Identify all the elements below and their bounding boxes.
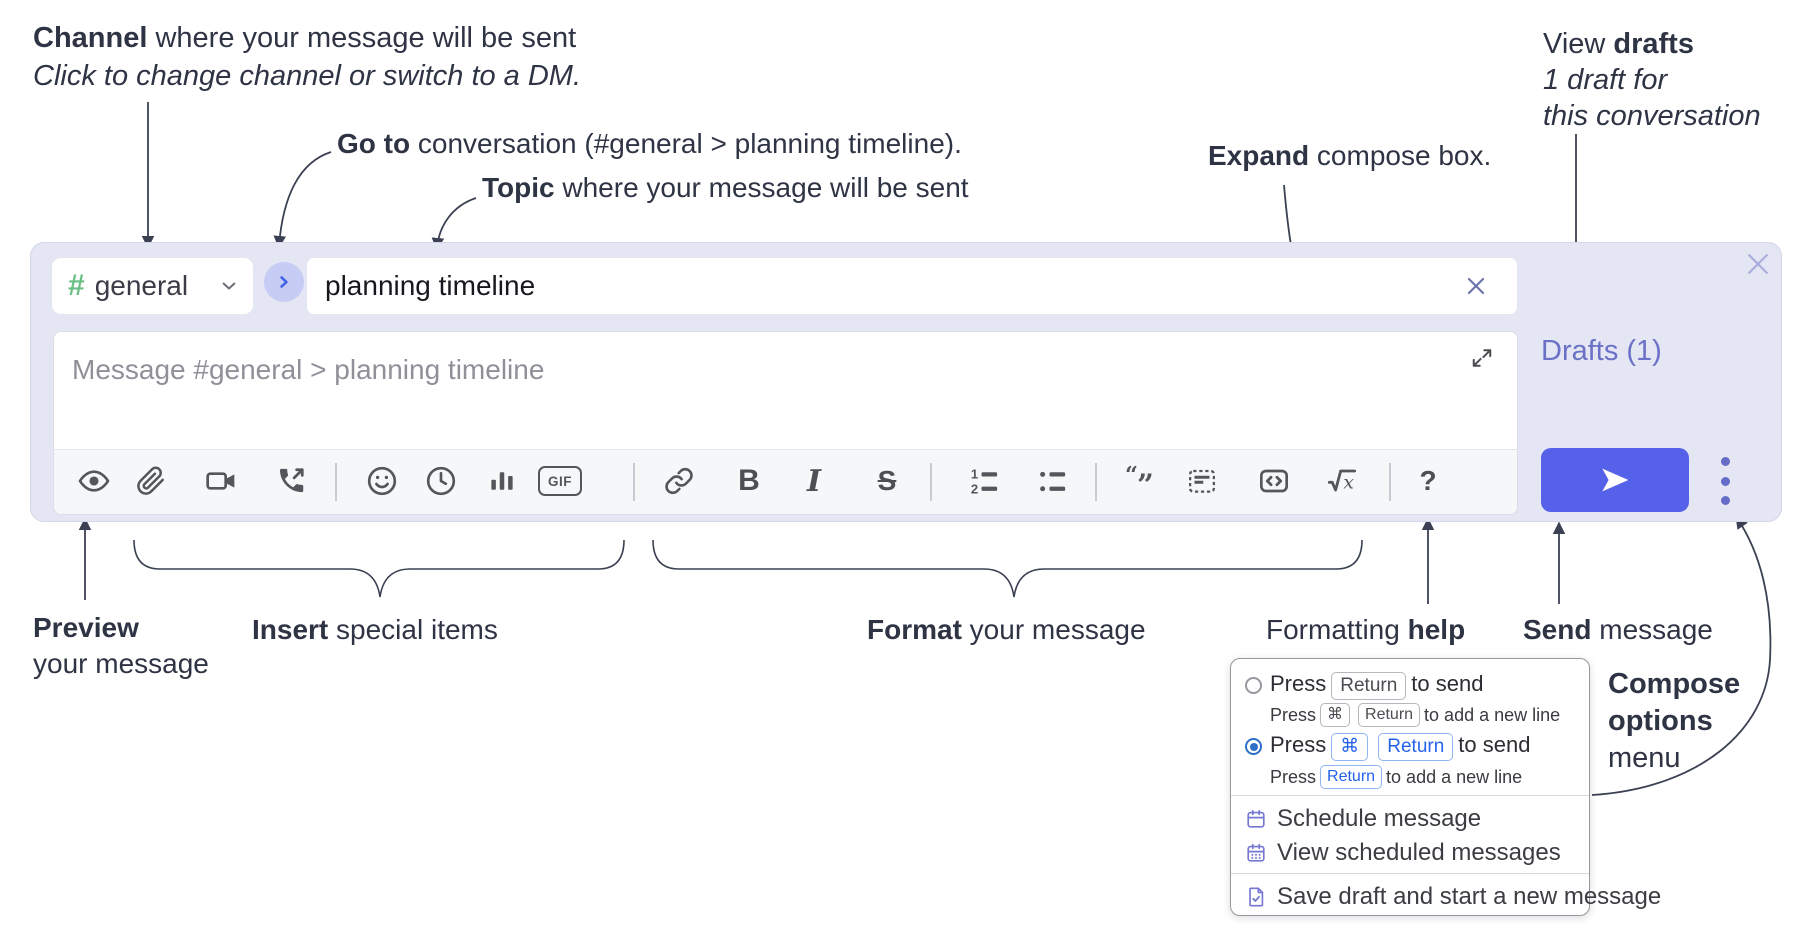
view-drafts-annotation: View drafts [1543, 28, 1694, 60]
svg-text:1: 1 [971, 467, 978, 482]
schedule-message-item[interactable]: Schedule message [1245, 805, 1481, 833]
calendar-icon [1245, 808, 1267, 830]
toolbar-divider [1389, 463, 1391, 501]
save-draft-icon [1245, 886, 1267, 908]
toolbar-divider [930, 463, 932, 501]
return-key: Return [1358, 703, 1421, 727]
link-button[interactable] [662, 464, 696, 498]
insert-annotation: Insert special items [252, 614, 498, 645]
calendar-grid-icon [1245, 842, 1267, 864]
formatting-help-annotation: Formatting help [1266, 614, 1466, 645]
spoiler-button[interactable] [1185, 464, 1219, 498]
strikethrough-button[interactable]: S [870, 464, 904, 498]
send-button[interactable] [1541, 448, 1689, 512]
return-key: Return [1331, 672, 1407, 700]
format-annotation: Format your message [867, 614, 1146, 645]
chevron-down-icon [219, 276, 239, 296]
italic-icon: I [806, 463, 822, 499]
send-annotation: Send message [1523, 614, 1713, 645]
dot-icon [1720, 457, 1730, 466]
compose-options-annotation-line2: options [1608, 705, 1713, 737]
radio-checked-icon[interactable] [1245, 738, 1262, 755]
save-draft-item[interactable]: Save draft and start a new message [1245, 883, 1661, 911]
arrow-topic [431, 197, 477, 251]
emoji-button[interactable] [365, 464, 399, 498]
bold-icon: B [738, 464, 760, 497]
video-call-button[interactable] [204, 464, 238, 498]
close-compose-icon[interactable] [1743, 249, 1773, 279]
italic-button[interactable]: I [797, 463, 831, 499]
compose-options-annotation: Compose [1608, 668, 1741, 700]
global-time-button[interactable] [424, 464, 458, 498]
message-input-container [53, 331, 1518, 449]
compose-toolbar [53, 449, 1518, 515]
compose-options-menu-button[interactable] [1713, 457, 1737, 505]
preview-button[interactable] [77, 464, 111, 498]
message-input[interactable] [54, 332, 1517, 449]
svg-text:“: “ [1125, 465, 1138, 488]
expand-annotation: Expand compose box. [1208, 140, 1492, 171]
brace-insert [133, 539, 625, 598]
bold-button[interactable]: B [732, 464, 766, 498]
preview-annotation: Preview [33, 612, 139, 643]
return-key: Return [1320, 765, 1383, 789]
view-drafts-annotation-line3: this conversation [1543, 100, 1761, 132]
cmd-key: ⌘ [1331, 733, 1369, 761]
channel-hash-icon: # [68, 269, 85, 302]
message-formatting-help-button[interactable]: ? [1411, 464, 1445, 498]
compose-box: # general [30, 242, 1782, 522]
drafts-link[interactable]: Drafts (1) [1541, 335, 1662, 367]
brace-format [652, 539, 1363, 598]
radio-unchecked-icon[interactable] [1245, 677, 1262, 694]
question-mark-icon: ? [1419, 465, 1437, 496]
expand-compose-icon[interactable] [1471, 347, 1493, 369]
gif-button[interactable]: GIF [538, 464, 582, 498]
chevron-right-icon [274, 272, 294, 292]
channel-selector[interactable]: # general [51, 257, 254, 315]
channel-annotation: Channel where your message will be sent [33, 22, 577, 54]
quote-button[interactable]: “” [1124, 464, 1158, 498]
go-to-conversation-button[interactable] [264, 262, 304, 302]
toolbar-divider [335, 463, 337, 501]
channel-annotation-subtext: Click to change channel or switch to a D… [33, 60, 582, 92]
svg-text:2: 2 [971, 482, 978, 497]
topic-input-container [306, 257, 1518, 315]
preview-annotation-line2: your message [33, 648, 209, 679]
math-button[interactable]: x [1325, 464, 1359, 498]
view-scheduled-messages-item[interactable]: View scheduled messages [1245, 839, 1561, 867]
svg-text:”: ” [1137, 466, 1154, 497]
cmd-key: ⌘ [1320, 703, 1351, 727]
dot-icon [1720, 496, 1730, 505]
bulleted-list-button[interactable] [1035, 464, 1069, 498]
arrow-go-to [273, 151, 332, 249]
topic-input[interactable] [307, 258, 1517, 314]
toolbar-divider [633, 463, 635, 501]
gif-icon: GIF [538, 466, 582, 496]
menu-divider [1231, 795, 1589, 796]
menu-divider [1231, 873, 1589, 874]
poll-button[interactable] [485, 464, 519, 498]
topic-annotation: Topic where your message will be sent [482, 172, 969, 203]
channel-selector-label: general [94, 270, 189, 301]
toolbar-divider [1095, 463, 1097, 501]
clear-topic-icon[interactable] [1463, 273, 1489, 299]
attach-file-button[interactable] [134, 464, 168, 498]
view-drafts-annotation-line2: 1 draft for [1543, 64, 1668, 96]
strikethrough-icon: S [877, 465, 897, 496]
voice-call-button[interactable] [274, 464, 308, 498]
code-button[interactable] [1257, 464, 1291, 498]
compose-options-annotation-line3: menu [1608, 742, 1681, 774]
dot-icon [1720, 476, 1730, 486]
send-icon [1599, 464, 1631, 496]
svg-text:x: x [1343, 472, 1354, 493]
go-to-annotation: Go to conversation (#general > planning … [337, 128, 962, 159]
return-key: Return [1378, 733, 1454, 761]
